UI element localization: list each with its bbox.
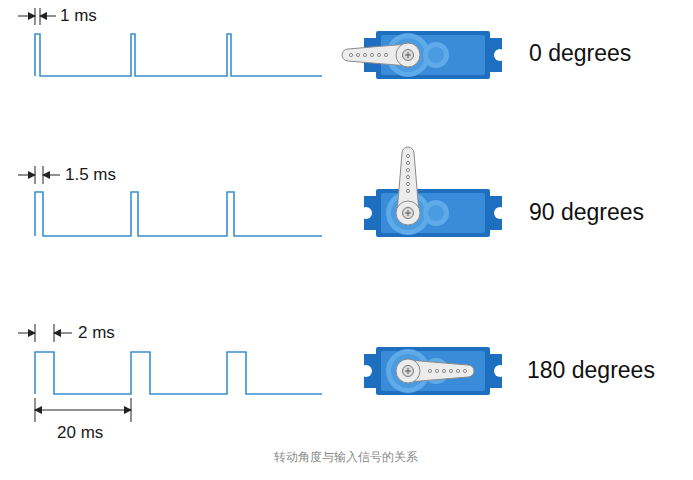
dimension-marks <box>18 8 131 422</box>
servo-90deg <box>360 147 506 237</box>
servo-0deg <box>342 31 506 79</box>
angle-label: 90 degrees <box>529 199 644 225</box>
period-label: 20 ms <box>57 423 103 443</box>
pulse-width-label: 1 ms <box>60 6 97 26</box>
angle-label: 180 degrees <box>527 357 655 383</box>
pulse-width-label: 2 ms <box>78 323 115 343</box>
angle-label: 0 degrees <box>529 40 631 66</box>
figure-caption: 转动角度与输入信号的关系 <box>274 451 418 465</box>
pwm-waveform <box>35 34 322 394</box>
servo-180deg <box>360 347 506 395</box>
pulse-width-label: 1.5 ms <box>65 165 116 185</box>
